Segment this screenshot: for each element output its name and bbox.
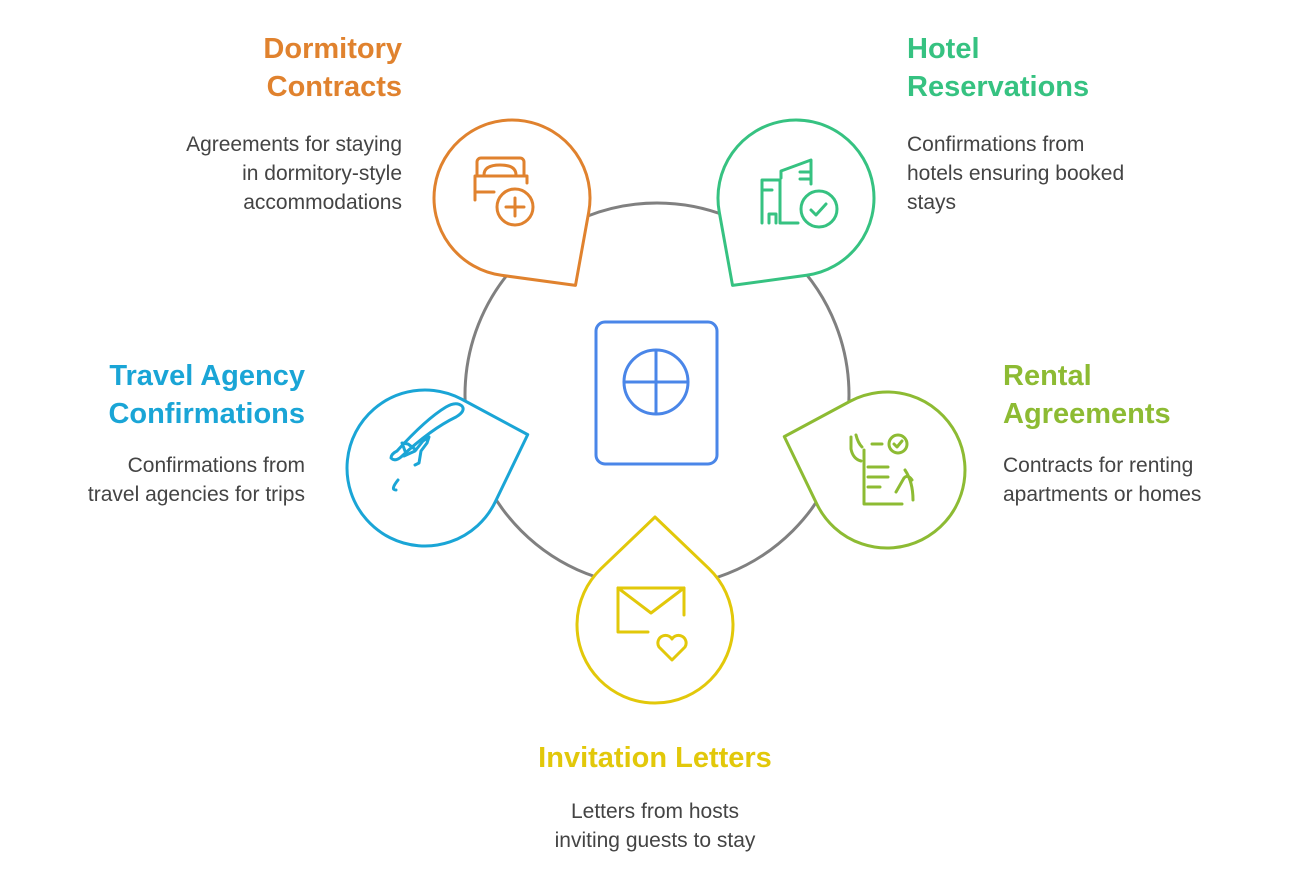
rental-drop bbox=[782, 390, 967, 550]
center-passport bbox=[594, 320, 719, 466]
title-line: Rental bbox=[1003, 360, 1092, 392]
invitation-title: Invitation Letters bbox=[455, 739, 855, 777]
dormitory-drop bbox=[432, 118, 592, 287]
title-line: Hotel bbox=[907, 33, 980, 65]
desc-line: Confirmations from bbox=[127, 454, 305, 477]
invitation-description: Letters from hosts inviting guests to sta… bbox=[455, 797, 855, 855]
desc-line: inviting guests to stay bbox=[554, 829, 756, 852]
desc-line: accommodations bbox=[243, 191, 402, 214]
desc-line: travel agencies for trips bbox=[87, 483, 305, 506]
hotel-drop bbox=[716, 118, 876, 287]
desc-line: Confirmations from bbox=[907, 133, 1085, 156]
travel-description: Confirmations from travel agencies for tr… bbox=[20, 451, 305, 509]
contract-hand-icon bbox=[849, 433, 915, 506]
title-line: Confirmations bbox=[108, 398, 305, 430]
title-line: Reservations bbox=[907, 71, 1090, 103]
desc-line: Letters from hosts bbox=[570, 800, 740, 823]
passport-icon bbox=[622, 348, 690, 416]
bed-plus-icon bbox=[473, 156, 535, 227]
rental-description: Contracts for renting apartments or homes bbox=[1003, 451, 1283, 509]
title-line: Invitation Letters bbox=[538, 742, 772, 774]
envelope-heart-icon bbox=[616, 586, 688, 662]
desc-line: Contracts for renting bbox=[1003, 454, 1194, 477]
building-check-icon bbox=[760, 158, 839, 229]
travel-drop bbox=[345, 388, 530, 548]
desc-line: Agreements for staying bbox=[186, 133, 402, 156]
desc-line: apartments or homes bbox=[1003, 483, 1202, 506]
hotel-description: Confirmations from hotels ensuring booked… bbox=[907, 130, 1227, 217]
desc-line: in dormitory-style bbox=[242, 162, 402, 185]
title-line: Dormitory bbox=[263, 33, 402, 65]
desc-line: stays bbox=[907, 191, 957, 214]
title-line: Contracts bbox=[266, 71, 402, 103]
title-line: Agreements bbox=[1003, 398, 1171, 430]
airplane-orbit-icon bbox=[389, 402, 465, 492]
dormitory-description: Agreements for staying in dormitory-style… bbox=[100, 130, 402, 217]
desc-line: hotels ensuring booked bbox=[907, 162, 1125, 185]
title-line: Travel Agency bbox=[109, 360, 305, 392]
